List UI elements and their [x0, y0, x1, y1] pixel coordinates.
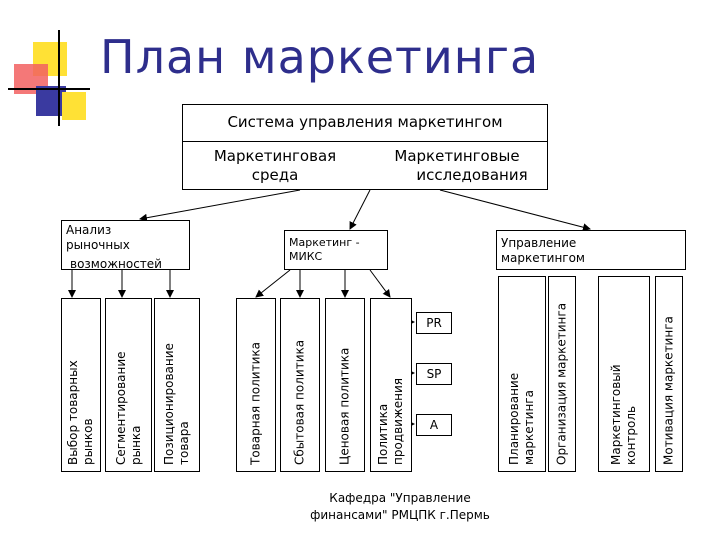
- management-item-motivation-line1: Мотивация маркетинга: [661, 316, 676, 465]
- management-item-control-line1: Маркетинговый: [609, 364, 623, 465]
- footer-caption: Кафедра "Управление финансами" РМЦПК г.П…: [250, 490, 550, 524]
- management-item-organization-text: Организация маркетинга: [555, 303, 570, 465]
- page-title: План маркетинга: [100, 30, 540, 84]
- marketing-research-line2: исследования: [416, 166, 528, 184]
- decor-vertical-line: [58, 30, 60, 126]
- management-line2: маркетингом: [501, 251, 585, 265]
- management-line1: Управление: [501, 236, 577, 250]
- system-box: Система управления маркетингом Маркетинг…: [182, 104, 548, 190]
- analysis-item-markets: Выбор товарных рынков: [61, 298, 101, 472]
- analysis-item-segmentation: Сегментирование рынка: [105, 298, 152, 472]
- analysis-line1: Анализ: [66, 223, 112, 237]
- mix-item-pricing-text: Ценовая политика: [338, 348, 353, 465]
- analysis-item-markets-line2: рынков: [81, 418, 95, 465]
- footer-line1: Кафедра "Управление: [329, 491, 471, 505]
- management-item-organization-line1: Организация маркетинга: [554, 302, 569, 465]
- footer-line2: финансами" РМЦПК г.Пермь: [310, 508, 490, 522]
- marketing-research-label: Маркетинговые исследования: [369, 147, 545, 185]
- mix-label: Маркетинг - МИКС: [289, 236, 360, 264]
- analysis-item-markets-line1: Выбор товарных: [66, 360, 80, 465]
- analysis-label: Анализ рыночных возможностей: [66, 223, 162, 272]
- management-item-control-line2: контроль: [624, 405, 638, 465]
- mix-item-distribution: Сбытовая политика: [280, 298, 320, 472]
- management-item-planning-line1: Планирование: [507, 372, 521, 465]
- analysis-item-segmentation-line1: Сегментирование: [113, 351, 128, 465]
- mix-item-product-line1: Товарная политика: [248, 342, 263, 465]
- management-item-planning-line2: маркетинга: [522, 390, 536, 465]
- arrow-to-analysis: [139, 189, 301, 222]
- analysis-line2: рыночных: [66, 238, 130, 252]
- promo-item-a: A: [416, 414, 452, 436]
- mix-item-pricing: Ценовая политика: [325, 298, 365, 472]
- promo-item-sp: SP: [416, 363, 452, 385]
- management-item-planning-text: Планирование маркетинга: [507, 373, 537, 465]
- mix-item-promotion-text: Политика продвижения: [376, 378, 406, 465]
- analysis-item-positioning-line1: Позиционирование: [162, 343, 176, 465]
- mix-item-product: Товарная политика: [236, 298, 276, 472]
- marketing-environment-label: Маркетинговая среда: [187, 147, 363, 185]
- mix-item-promotion-line1: Политика: [376, 403, 390, 465]
- system-box-divider: [183, 141, 547, 142]
- analysis-item-segmentation-text: Сегментирование рынка: [114, 351, 144, 465]
- arrow-to-management: [439, 189, 591, 232]
- analysis-item-positioning: Позиционирование товара: [154, 298, 200, 472]
- analysis-item-segmentation-line2: рынка: [128, 425, 143, 465]
- mix-item-product-text: Товарная политика: [249, 342, 264, 465]
- analysis-item-positioning-text: Позиционирование товара: [162, 343, 192, 465]
- management-item-motivation: Мотивация маркетинга: [655, 276, 683, 472]
- mix-item-distribution-line1: Сбытовая политика: [292, 339, 307, 465]
- decor-horizontal-line: [8, 88, 90, 90]
- management-label: Управление маркетингом: [501, 236, 585, 266]
- arrow-mix-1: [255, 269, 291, 298]
- management-box: Управление маркетингом: [496, 230, 686, 270]
- mix-line2: МИКС: [289, 250, 323, 263]
- marketing-research-line1: Маркетинговые: [394, 147, 520, 165]
- system-box-header: Система управления маркетингом: [227, 113, 503, 131]
- management-item-motivation-text: Мотивация маркетинга: [662, 316, 677, 465]
- arrow-mix-4: [369, 269, 391, 298]
- decor-yellow-square-2: [62, 92, 86, 120]
- marketing-environment-line1: Маркетинговая: [213, 147, 337, 165]
- mix-box: Маркетинг - МИКС: [284, 230, 388, 270]
- mix-line1: Маркетинг -: [289, 236, 360, 249]
- management-item-control-text: Маркетинговый контроль: [609, 364, 639, 465]
- management-item-organization: Организация маркетинга: [548, 276, 576, 472]
- management-item-control: Маркетинговый контроль: [598, 276, 650, 472]
- promo-item-pr: PR: [416, 312, 452, 334]
- analysis-item-positioning-line2: товара: [177, 421, 191, 465]
- analysis-box: Анализ рыночных возможностей: [61, 220, 190, 272]
- marketing-environment-line2: среда: [251, 166, 299, 184]
- management-item-planning: Планирование маркетинга: [498, 276, 546, 472]
- mix-item-pricing-line1: Ценовая политика: [337, 347, 352, 465]
- arrow-to-mix: [349, 189, 371, 230]
- analysis-item-markets-text: Выбор товарных рынков: [66, 360, 96, 465]
- mix-item-distribution-text: Сбытовая политика: [293, 340, 308, 465]
- mix-item-promotion: Политика продвижения: [370, 298, 412, 472]
- analysis-line3: возможностей: [70, 257, 162, 271]
- decor-blue-square: [36, 86, 66, 116]
- mix-item-promotion-line2: продвижения: [391, 377, 405, 465]
